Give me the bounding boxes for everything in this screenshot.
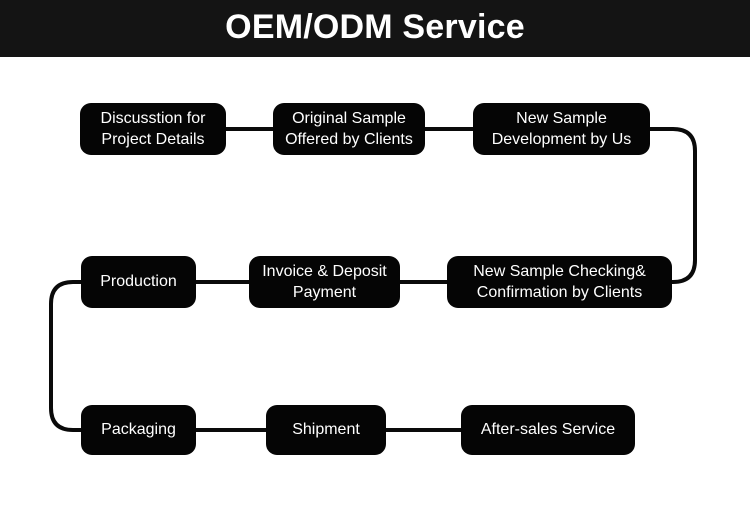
flow-node-label: New Sample Checking& Confirmation by Cli… [473, 262, 646, 301]
flow-node-new-sample-development-by-us[interactable]: New Sample Development by Us [473, 103, 650, 155]
flow-node-original-sample-offered-by-clients[interactable]: Original Sample Offered by Clients [273, 103, 425, 155]
flow-node-label: Production [100, 273, 177, 291]
flow-node-invoice-deposit-payment[interactable]: Invoice & Deposit Payment [249, 256, 400, 308]
flow-node-packaging[interactable]: Packaging [81, 405, 196, 455]
flow-node-label: Shipment [292, 421, 360, 439]
flow-node-label: Original Sample Offered by Clients [285, 109, 413, 148]
flow-node-label: New Sample Development by Us [491, 109, 632, 148]
flow-node-label: After-sales Service [480, 421, 616, 439]
flow-node-production[interactable]: Production [81, 256, 196, 308]
flow-node-label: Invoice & Deposit Payment [262, 262, 387, 301]
header-bar [0, 0, 750, 57]
flow-node-discussion-for-project-details[interactable]: Discusstion for Project Details [80, 103, 226, 155]
flow-node-label: Discusstion for Project Details [100, 109, 206, 148]
page-title: OEM/ODM Service [225, 8, 525, 46]
flow-node-after-sales-service[interactable]: After-sales Service [461, 405, 635, 455]
connector-n6-n7 [49, 280, 83, 432]
flow-node-shipment[interactable]: Shipment [266, 405, 386, 455]
flow-node-new-sample-checking-confirmation-by-clients[interactable]: New Sample Checking& Confirmation by Cli… [447, 256, 672, 308]
connector-n3-n4 [648, 127, 697, 284]
flow-node-label: Packaging [101, 421, 176, 439]
